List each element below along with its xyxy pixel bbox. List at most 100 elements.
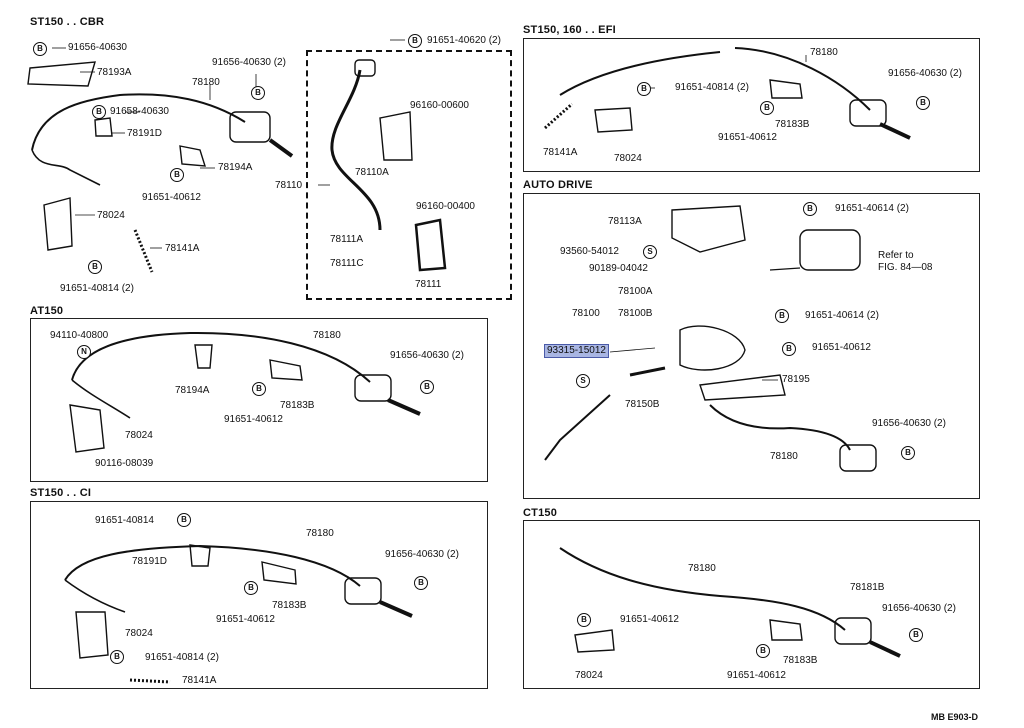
- figure-reference-code: MB E903-D: [930, 712, 978, 722]
- badge-b-efi-3: B: [760, 101, 774, 115]
- label-mid-96160-00400: 96160-00400: [416, 201, 475, 212]
- label-ad-78113A: 78113A: [608, 216, 642, 227]
- label-efi-78024: 78024: [614, 153, 642, 164]
- label-cbr-91651-40814-2: 91651-40814 (2): [60, 283, 134, 294]
- label-mid-78111C: 78111C: [330, 258, 364, 269]
- label-ad-90189-04042: 90189-04042: [589, 263, 648, 274]
- badge-b-cbr-2: B: [251, 86, 265, 100]
- label-ct-78181B: 78181B: [850, 582, 885, 593]
- label-ci-91651-40814-2: 91651-40814 (2): [145, 652, 219, 663]
- label-cbr-91658-40630: 91658-40630: [110, 106, 169, 117]
- label-ad-91651-40614-2b: 91651-40614 (2): [805, 310, 879, 321]
- label-mid-78110A: 78110A: [355, 167, 389, 178]
- badge-b-ad-1: B: [803, 202, 817, 216]
- panel-ct150: [523, 520, 980, 689]
- label-ad-78195: 78195: [782, 374, 810, 385]
- label-cbr-78194A: 78194A: [218, 162, 253, 173]
- label-cbr-78141A: 78141A: [165, 243, 200, 254]
- label-ad-91656-40630-2: 91656-40630 (2): [872, 418, 946, 429]
- label-cbr-91651-40612: 91651-40612: [142, 192, 201, 203]
- label-efi-78183B: 78183B: [775, 119, 810, 130]
- label-efi-78180: 78180: [810, 47, 838, 58]
- badge-b-ct-3: B: [756, 644, 770, 658]
- label-efi-78141A: 78141A: [543, 147, 578, 158]
- panel-title-auto-drive: AUTO DRIVE: [523, 179, 593, 191]
- cbr-78193a-part: [27, 61, 96, 87]
- label-efi-91651-40612: 91651-40612: [718, 132, 777, 143]
- label-efi-91651-40814-2: 91651-40814 (2): [675, 82, 749, 93]
- label-cbr-78024: 78024: [97, 210, 125, 221]
- badge-b-ad-3: B: [782, 342, 796, 356]
- badge-b-at-2: B: [252, 382, 266, 396]
- badge-b-cbr-1: B: [33, 42, 47, 56]
- label-at-91651-40612: 91651-40612: [224, 414, 283, 425]
- label-at-78194A: 78194A: [175, 385, 210, 396]
- badge-b-mid-1: B: [408, 34, 422, 48]
- label-mid-78110: 78110: [275, 180, 303, 191]
- label-ad-78150B: 78150B: [625, 399, 660, 410]
- label-ct-78024: 78024: [575, 670, 603, 681]
- label-ad-refer-to: Refer to: [878, 250, 914, 261]
- panel-title-ci: ST150 . . CI: [30, 487, 92, 499]
- ad-mechanism: [679, 325, 746, 371]
- label-ad-93315-15012-highlighted[interactable]: 93315-15012: [544, 344, 609, 358]
- label-ct-78180: 78180: [688, 563, 716, 574]
- label-at-91656-40630-2: 91656-40630 (2): [390, 350, 464, 361]
- label-ci-91656-40630-2: 91656-40630 (2): [385, 549, 459, 560]
- panel-st150-efi: [523, 38, 980, 172]
- label-mid-78111A: 78111A: [330, 234, 363, 245]
- label-ct-91651-40612b: 91651-40612: [727, 670, 786, 681]
- badge-n-at: N: [77, 345, 91, 359]
- label-at-78024: 78024: [125, 430, 153, 441]
- panel-at150: [30, 318, 488, 482]
- panel-title-at150: AT150: [30, 305, 64, 317]
- label-ad-78100A: 78100A: [618, 286, 653, 297]
- label-ci-91651-40814: 91651-40814: [95, 515, 154, 526]
- panel-title-cbr: ST150 . . CBR: [30, 16, 105, 28]
- label-ad-91651-40614-2: 91651-40614 (2): [835, 203, 909, 214]
- ad-actuator: [799, 229, 861, 271]
- label-cbr-78191D: 78191D: [127, 128, 163, 139]
- label-mid-96160-00600: 96160-00600: [410, 100, 469, 111]
- label-ci-78141A: 78141A: [182, 675, 217, 686]
- badge-b-ad-2: B: [775, 309, 789, 323]
- badge-b-ci-4: B: [110, 650, 124, 664]
- label-ad-91651-40612: 91651-40612: [812, 342, 871, 353]
- badge-b-ct-1: B: [577, 613, 591, 627]
- label-ci-78191D: 78191D: [132, 556, 168, 567]
- panel-st150-ci: [30, 501, 488, 689]
- label-ct-91651-40612: 91651-40612: [620, 614, 679, 625]
- panel-title-ct150: CT150: [523, 507, 558, 519]
- badge-b-ci-3: B: [244, 581, 258, 595]
- label-cbr-78180: 78180: [192, 77, 220, 88]
- badge-b-cbr-3: B: [92, 105, 106, 119]
- cbr-cable: [31, 93, 246, 151]
- label-cbr-91656-40630: 91656-40630: [68, 42, 127, 53]
- panel-title-efi: ST150, 160 . . EFI: [523, 24, 616, 36]
- badge-b-at-1: B: [420, 380, 434, 394]
- label-mid-91651-40620-2: 91651-40620 (2): [427, 35, 501, 46]
- badge-b-ct-2: B: [909, 628, 923, 642]
- label-ad-78180: 78180: [770, 451, 798, 462]
- label-mid-78111: 78111: [415, 279, 442, 290]
- badge-b-efi-1: B: [916, 96, 930, 110]
- label-ci-78180: 78180: [306, 528, 334, 539]
- label-ci-78024: 78024: [125, 628, 153, 639]
- label-ci-78183B: 78183B: [272, 600, 307, 611]
- label-ci-91651-40612: 91651-40612: [216, 614, 275, 625]
- badge-b-ci-1: B: [177, 513, 191, 527]
- badge-s-ad-1: S: [643, 245, 657, 259]
- badge-b-cbr-4: B: [170, 168, 184, 182]
- label-efi-91656-40630-2: 91656-40630 (2): [888, 68, 962, 79]
- mid-assembly-dashed-box: [306, 50, 512, 300]
- label-ct-91656-40630-2: 91656-40630 (2): [882, 603, 956, 614]
- label-ct-78183B: 78183B: [783, 655, 818, 666]
- label-ad-78100: 78100: [572, 308, 600, 319]
- badge-b-ad-4: B: [901, 446, 915, 460]
- label-at-78183B: 78183B: [280, 400, 315, 411]
- badge-b-cbr-5: B: [88, 260, 102, 274]
- label-ad-fig-84-08: FIG. 84—08: [878, 262, 933, 273]
- label-at-78180: 78180: [313, 330, 341, 341]
- cbr-78024-part: [43, 197, 73, 251]
